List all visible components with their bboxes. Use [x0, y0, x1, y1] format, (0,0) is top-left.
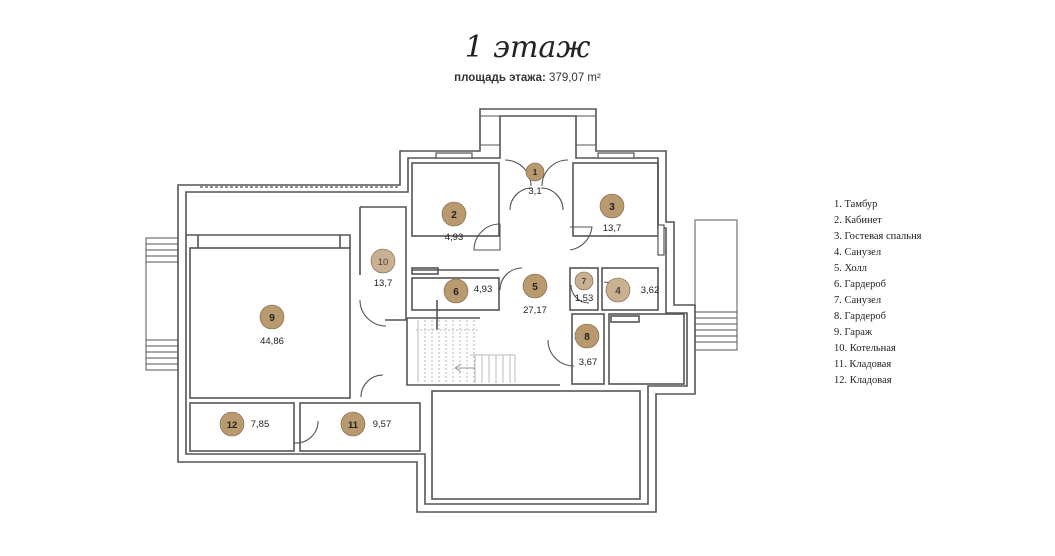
room-12: 12 7,85	[219, 411, 270, 437]
room-12-area: 7,85	[251, 419, 270, 430]
room-10-number: 10	[378, 257, 389, 268]
wardrobe-8-wall	[571, 313, 605, 385]
legend-item: 8. Гардероб	[834, 311, 886, 322]
legend-item: 2. Кабинет	[834, 215, 882, 226]
room-1: 1 3,1	[525, 162, 545, 197]
room-4: 4 3,62	[605, 277, 660, 303]
floor-area-value: 379,07 m²	[549, 72, 601, 84]
room-2-area: 4,93	[445, 232, 464, 243]
floor-area: площадь этажа: 379,07 m²	[0, 72, 1055, 84]
floor-title: 1 этаж	[464, 30, 591, 65]
legend-item: 4. Санузел	[834, 247, 882, 258]
room-6-number: 6	[453, 287, 459, 298]
room-9-number: 9	[269, 313, 275, 324]
room-1-number: 1	[533, 168, 538, 177]
cabinet-wall	[411, 162, 500, 237]
room-6-area: 4,93	[474, 284, 493, 295]
inner-outline	[185, 115, 688, 505]
legend-item: 5. Холл	[834, 263, 868, 274]
room-8-number: 8	[584, 332, 590, 343]
bottom-room-wall	[431, 390, 641, 500]
legend-item: 7. Санузел	[834, 295, 882, 306]
legend-item: 9. Гараж	[834, 327, 873, 338]
legend-item: 12. Кладовая	[834, 375, 892, 386]
boiler-room-wall	[360, 206, 407, 321]
floor-area-label: площадь этажа:	[454, 72, 546, 84]
room-3-number: 3	[609, 202, 615, 213]
outer-wall	[177, 108, 696, 513]
room-7-area: 1,53	[575, 293, 594, 304]
garage-wall	[189, 247, 351, 399]
legend-item: 11. Кладовая	[834, 359, 892, 370]
room-3-area: 13,7	[603, 223, 622, 234]
room-7: 7 1,53	[574, 271, 594, 304]
windows	[200, 152, 665, 256]
room-4-area: 3,62	[641, 285, 660, 296]
room-2: 2 4,93	[441, 201, 467, 243]
room-8-area: 3,67	[579, 357, 598, 368]
room-3: 3 13,7	[599, 193, 625, 234]
room-8: 8 3,67	[574, 323, 600, 368]
legend-item: 1. Тамбур	[834, 199, 878, 210]
room-5-area: 27,17	[523, 305, 547, 316]
room-11-number: 11	[348, 420, 359, 431]
right-room-wall	[608, 313, 685, 385]
legend-item: 10. Котельная	[834, 343, 896, 354]
room-10-area: 13,7	[374, 278, 393, 289]
room-6: 6 4,93	[443, 278, 493, 304]
doors	[293, 159, 623, 444]
room-12-number: 12	[227, 420, 238, 431]
wardrobe-6-wall	[411, 277, 500, 311]
bathroom-4-wall	[601, 267, 659, 311]
storage-12-wall	[189, 402, 295, 452]
bedroom-wall	[572, 162, 659, 237]
room-9-area: 44,86	[260, 336, 284, 347]
room-2-number: 2	[451, 210, 457, 221]
stairs	[416, 320, 516, 383]
room-badges: 1 3,1 2 4,93 3 13,7 4 3,62 5 27,17 6 4,9…	[219, 162, 660, 437]
room-10: 10 13,7	[370, 248, 396, 289]
room-7-number: 7	[582, 277, 587, 286]
storage-11-wall	[299, 402, 421, 452]
room-9: 9 44,86	[259, 304, 285, 347]
legend-item: 3. Гостевая спальня	[834, 231, 922, 242]
room-legend: 1. Тамбур 2. Кабинет 3. Гостевая спальня…	[834, 197, 922, 389]
walls	[177, 108, 696, 513]
legend-item: 6. Гардероб	[834, 279, 886, 290]
room-1-area: 3,1	[528, 186, 541, 197]
room-11: 11 9,57	[340, 411, 392, 437]
room-5-number: 5	[532, 282, 538, 293]
room-11-area: 9,57	[373, 419, 392, 430]
exterior-steps	[145, 115, 738, 371]
room-5: 5 27,17	[522, 273, 548, 316]
room-4-number: 4	[615, 286, 621, 297]
bathroom-7-wall	[569, 267, 599, 311]
